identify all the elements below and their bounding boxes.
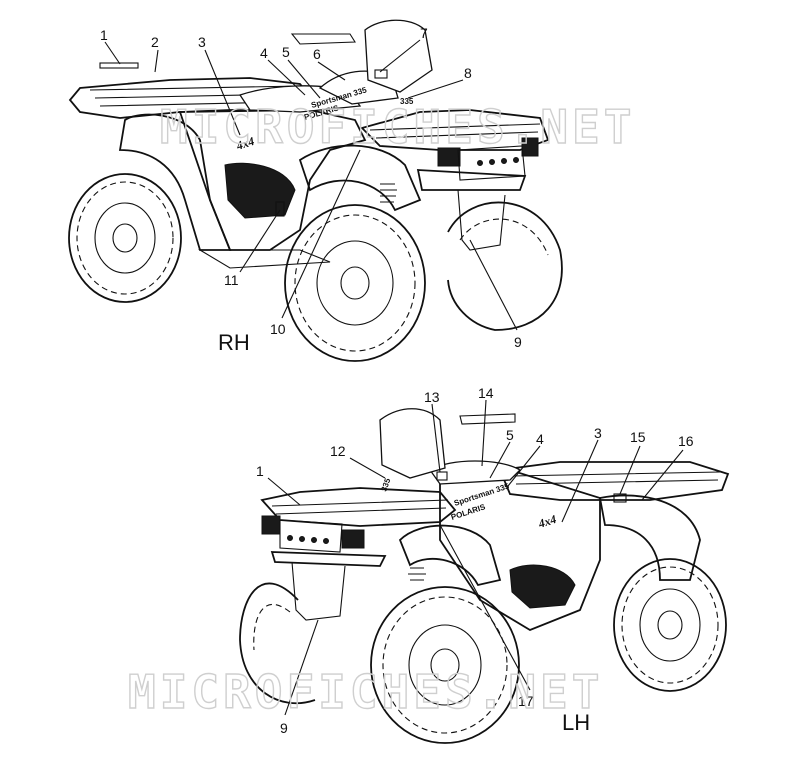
decal-335-lh: 335 (379, 477, 392, 493)
decal-4x4-lh: 4x4 (536, 512, 558, 531)
callout-lh-3: 3 (594, 425, 602, 441)
callout-rh-5: 5 (282, 44, 290, 60)
leader-lines-rh (104, 39, 518, 331)
rear-wheel-lh (613, 558, 727, 692)
callout-lh-17: 17 (518, 693, 534, 709)
front-wheel-near-lh (370, 586, 520, 744)
callout-rh-3: 3 (198, 34, 206, 50)
callout-rh-4: 4 (260, 45, 268, 61)
callout-rh-2: 2 (151, 34, 159, 50)
callout-lh-15: 15 (630, 429, 646, 445)
watermark-top: MICROFICHES.NET (160, 100, 635, 154)
callout-rh-11: 11 (224, 272, 239, 288)
callout-lh-14: 14 (478, 385, 494, 401)
callout-rh-10: 10 (270, 321, 286, 337)
view-label-lh: LH (562, 710, 590, 735)
decal-335-rh: 335 (400, 97, 414, 106)
front-wheel-near-rh (284, 204, 426, 362)
callout-lh-12: 12 (330, 443, 346, 459)
watermark-bottom: MICROFICHES.NET (128, 665, 603, 719)
decal-4x4-rh: 4x4 (234, 134, 256, 153)
callout-lh-4: 4 (536, 431, 544, 447)
front-wheel-far-lh (239, 582, 316, 705)
rear-wheel-rh (68, 173, 182, 303)
callout-lh-13: 13 (424, 389, 440, 405)
callout-rh-1: 1 (100, 27, 108, 43)
view-label-rh: RH (218, 330, 250, 355)
callout-lh-9: 9 (280, 720, 288, 736)
callout-lh-16: 16 (678, 433, 694, 449)
callouts-lh: 1 12 13 14 5 4 3 15 16 9 17 LH (256, 385, 694, 736)
callout-rh-7: 7 (420, 25, 428, 41)
callout-rh-9: 9 (514, 334, 522, 350)
decal-11-shape (275, 201, 285, 217)
callout-lh-5: 5 (506, 427, 514, 443)
callout-rh-6: 6 (313, 46, 321, 62)
leader-lines-lh (267, 399, 684, 716)
front-wheel-far-rh (447, 201, 563, 331)
callouts-rh: 1 2 3 4 5 6 7 8 9 10 11 RH (100, 25, 522, 355)
atv-right-side-view: 4x4 POLARIS Sportsman 335 335 (68, 19, 563, 362)
callout-rh-8: 8 (464, 65, 472, 81)
callout-lh-1: 1 (256, 463, 264, 479)
